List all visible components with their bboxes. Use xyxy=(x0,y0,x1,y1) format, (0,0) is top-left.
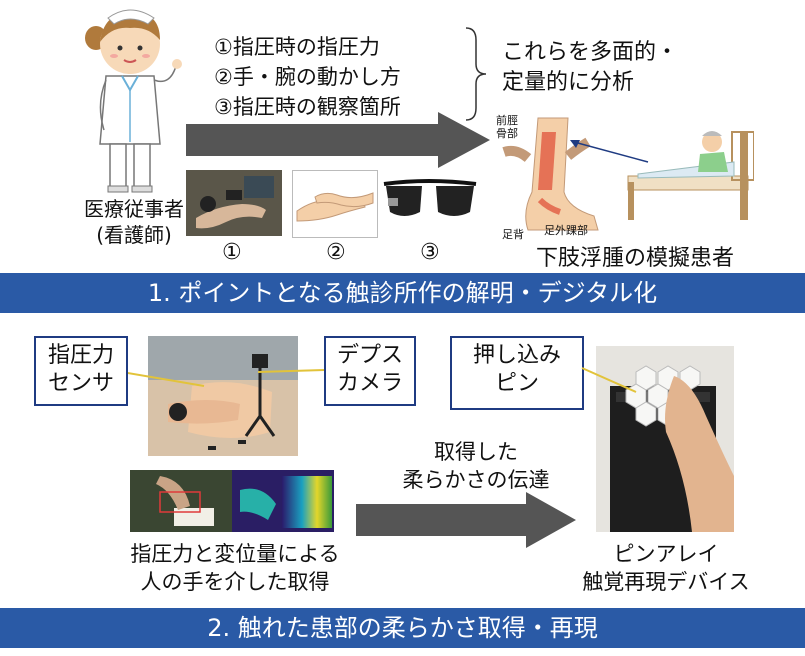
photo-finger-sensor xyxy=(186,170,282,236)
callout-pressure-sensor-line1: 指圧力 xyxy=(47,343,114,368)
callout-pressure-sensor: 指圧力 センサ xyxy=(34,336,128,406)
acquisition-caption-line1: 指圧力と変位量による xyxy=(130,542,340,566)
section-banner-2: 2. 触れた患部の柔らかさ取得・再現 xyxy=(0,608,805,648)
patient-bed-illustration xyxy=(627,131,754,220)
photo-measurement-setup xyxy=(148,336,298,456)
photo-number-3: ③ xyxy=(420,240,440,265)
acquisition-caption: 指圧力と変位量による 人の手を介した取得 xyxy=(110,540,360,596)
callout-push-pin: 押し込み ピン xyxy=(450,336,584,410)
callout-push-pin-line1: 押し込み xyxy=(472,343,561,368)
analysis-item-2: ②手・腕の動かし方 xyxy=(214,65,401,89)
label-lateral-malleolus: 足外踝部 xyxy=(544,224,588,237)
label-tibia-line2: 骨部 xyxy=(496,127,518,140)
patient-label: 下肢浮腫の模擬患者 xyxy=(536,246,735,271)
device-caption-line2: 触覚再現デバイス xyxy=(582,570,750,594)
photo-hand-movement xyxy=(292,170,378,238)
label-tibia: 前脛 骨部 xyxy=(496,114,518,140)
device-caption-line1: ピンアレイ xyxy=(613,542,719,566)
analysis-item-list: ①指圧時の指圧力 ②手・腕の動かし方 ③指圧時の観察箇所 xyxy=(214,32,401,122)
callout-depth-camera-line2: カメラ xyxy=(336,371,403,396)
leg-anatomy-illustration xyxy=(502,117,599,231)
flow-arrow-top xyxy=(186,112,490,168)
role-label-line2: (看護師) xyxy=(96,223,172,247)
analysis-summary: これらを多面的・ 定量的に分析 xyxy=(502,38,678,98)
acquisition-caption-line2: 人の手を介した取得 xyxy=(140,570,330,594)
patient-pointer-arrow xyxy=(570,140,649,163)
photo-number-1: ① xyxy=(222,240,242,265)
label-dorsum: 足背 xyxy=(502,228,524,241)
transfer-caption-line1: 取得した xyxy=(434,440,518,464)
callout-push-pin-line2: ピン xyxy=(494,371,539,396)
photo-number-2: ② xyxy=(326,240,346,265)
callout-connectors xyxy=(121,369,325,387)
callout-pressure-sensor-line2: センサ xyxy=(47,371,114,396)
analysis-item-3: ③指圧時の観察箇所 xyxy=(214,95,401,119)
nurse-illustration xyxy=(85,9,182,193)
flow-arrow-bottom xyxy=(356,492,576,548)
device-caption: ピンアレイ 触覚再現デバイス xyxy=(556,540,776,596)
analysis-summary-line1: これらを多面的・ xyxy=(502,40,679,65)
photo-depth-map xyxy=(232,470,334,532)
transfer-caption: 取得した 柔らかさの伝達 xyxy=(376,438,576,494)
photo-pin-array-device xyxy=(596,346,734,532)
callout-depth-camera: デプス カメラ xyxy=(324,336,416,406)
analysis-summary-line2: 定量的に分析 xyxy=(502,70,635,95)
role-label-line1: 医療従事者 xyxy=(84,197,184,221)
callout-depth-camera-line1: デプス xyxy=(336,343,403,368)
analysis-item-1: ①指圧時の指圧力 xyxy=(214,35,380,59)
section-banner-1: 1. ポイントとなる触診所作の解明・デジタル化 xyxy=(0,273,805,313)
pin-callout-connector xyxy=(581,367,637,393)
eye-tracking-glasses xyxy=(383,179,477,216)
role-label: 医療従事者 (看護師) xyxy=(74,196,194,248)
right-brace xyxy=(465,27,487,121)
photo-hand-capture xyxy=(130,470,232,532)
label-tibia-line1: 前脛 xyxy=(496,114,518,127)
transfer-caption-line2: 柔らかさの伝達 xyxy=(402,468,550,492)
